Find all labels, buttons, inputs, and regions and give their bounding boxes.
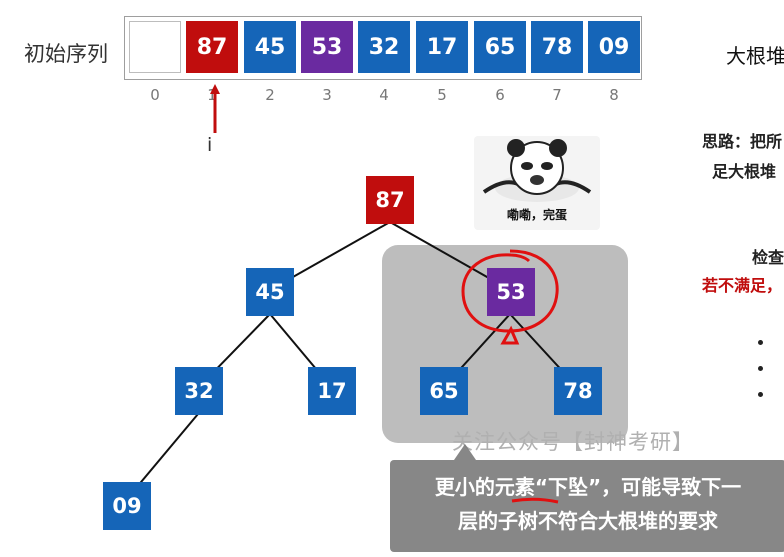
array-cell-4: 32 [358,21,410,73]
array-index-0: 0 [150,86,160,104]
hand-drawn-circle-icon [461,249,559,345]
meme-caption: 嘞嘞，完蛋 [506,208,567,222]
pointer-arrow-icon [210,84,220,133]
tree-node-45: 45 [246,268,294,316]
array-cell-6: 65 [474,21,526,73]
array-index-3: 3 [322,86,332,104]
tree-node-78: 78 [554,367,602,415]
panda-meme-sticker: 嘞嘞，完蛋 [474,136,600,230]
bullet-icon [758,340,763,345]
explanation-tooltip: 更小的元素“下坠”，可能导致下一 层的子树不符合大根堆的要求 [390,460,784,552]
tree-node-65: 65 [420,367,468,415]
array-cell-5: 17 [416,21,468,73]
array-index-8: 8 [609,86,619,104]
right-panel-line-3: 检查 [752,248,784,267]
bullet-icon [758,392,763,397]
tooltip-text: 更小的元素 [434,475,535,499]
array-cell-7: 78 [531,21,583,73]
right-panel-line-1: 思路：把所 [702,132,783,151]
sequence-label: 初始序列 [24,42,108,66]
array-index-4: 4 [379,86,389,104]
right-panel-line-2: 足大根堆 [712,162,777,181]
tree-node-09: 09 [103,482,151,530]
array-index-7: 7 [552,86,562,104]
array-cell-2: 45 [244,21,296,73]
tree-node-32: 32 [175,367,223,415]
tree-node-87: 87 [366,176,414,224]
tooltip-arrow-icon [454,444,476,460]
tooltip-highlight: “下坠” [534,475,602,499]
panda-face-icon [482,139,592,202]
pointer-label: i [207,134,213,156]
red-underline-icon [511,497,559,504]
right-panel-line-4: 若不满足， [702,276,783,295]
array-index-2: 2 [265,86,275,104]
tooltip-line-1: 更小的元素“下坠”，可能导致下一 [390,470,784,504]
array-index-5: 5 [437,86,447,104]
tooltip-text: ，可能导致下一 [601,475,742,499]
tree-node-53: 53 [487,268,535,316]
tooltip-line-2: 层的子树不符合大根堆的要求 [458,509,718,533]
right-panel-title: 大根堆 [726,44,784,68]
array-cell-3: 53 [301,21,353,73]
array-cell-0 [129,21,181,73]
tree-node-17: 17 [308,367,356,415]
array-cell-8: 09 [588,21,640,73]
watermark: 关注公众号【封神考研】 [452,430,694,454]
bullet-icon [758,366,763,371]
array-cell-1: 87 [186,21,238,73]
array-index-1: 1 [207,86,217,104]
array-index-6: 6 [495,86,505,104]
